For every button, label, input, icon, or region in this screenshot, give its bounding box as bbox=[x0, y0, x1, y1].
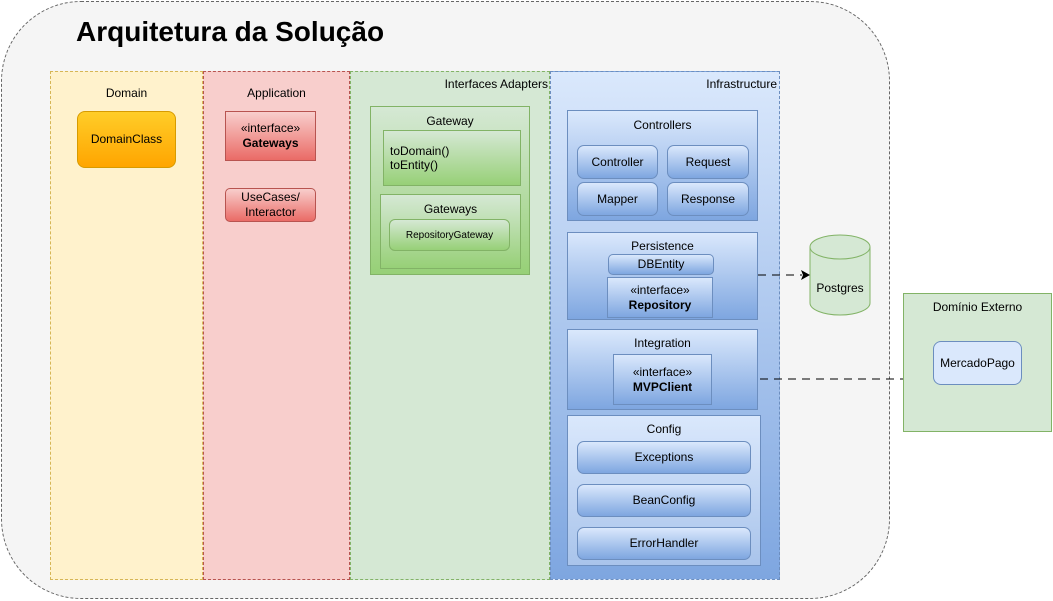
request-node[interactable]: Request bbox=[667, 145, 749, 179]
gateway-methods-box[interactable]: toDomain() toEntity() bbox=[383, 130, 521, 186]
integration-label: Integration bbox=[634, 336, 691, 350]
arrow-head-icon bbox=[801, 270, 810, 280]
errorhandler-label: ErrorHandler bbox=[629, 536, 699, 550]
external-domain-label: Domínio Externo bbox=[932, 300, 1023, 314]
request-label: Request bbox=[685, 154, 731, 169]
mvpclient-interface-node[interactable]: «interface» MVPClient bbox=[613, 354, 712, 405]
mapper-label: Mapper bbox=[597, 191, 638, 206]
persistence-label: Persistence bbox=[631, 239, 694, 253]
mvpclient-name: MVPClient bbox=[632, 379, 693, 394]
beanconfig-node[interactable]: BeanConfig bbox=[577, 484, 751, 517]
diagram-title: Arquitetura da Solução bbox=[76, 16, 385, 47]
usecases-label-line1: UseCases/ bbox=[241, 190, 300, 204]
domain-class-label: DomainClass bbox=[90, 132, 163, 146]
exceptions-node[interactable]: Exceptions bbox=[577, 441, 751, 474]
mvpclient-stereotype: «interface» bbox=[632, 364, 693, 379]
lane-domain-label: Domain bbox=[105, 86, 148, 100]
beanconfig-label: BeanConfig bbox=[632, 493, 696, 507]
method-to-domain: toDomain() bbox=[390, 144, 450, 158]
response-label: Response bbox=[680, 191, 736, 206]
dbentity-label: DBEntity bbox=[637, 257, 685, 271]
gateways-interface-stereotype: «interface» bbox=[240, 121, 301, 135]
mercadopago-label: MercadoPago bbox=[940, 355, 1015, 370]
errorhandler-node[interactable]: ErrorHandler bbox=[577, 527, 751, 560]
postgres-cylinder-icon[interactable] bbox=[809, 234, 871, 316]
lane-interfaces-adapters-label: Interfaces Adapters bbox=[444, 77, 548, 91]
repository-gateway-label: RepositoryGateway bbox=[405, 229, 494, 241]
repository-gateway-node[interactable]: RepositoryGateway bbox=[389, 219, 510, 251]
postgres-label-wrap: Postgres bbox=[810, 276, 870, 300]
usecases-label-line2: Interactor bbox=[245, 205, 296, 219]
lane-application-label: Application bbox=[247, 86, 306, 100]
controller-node[interactable]: Controller bbox=[577, 145, 658, 179]
gateways-label: Gateways bbox=[423, 202, 478, 216]
lane-infrastructure-label: Infrastructure bbox=[706, 77, 777, 91]
dbentity-node[interactable]: DBEntity bbox=[608, 254, 714, 275]
gateways-interface-node[interactable]: «interface» Gateways bbox=[225, 111, 316, 161]
method-to-entity: toEntity() bbox=[390, 158, 439, 172]
exceptions-label: Exceptions bbox=[634, 450, 694, 464]
repository-stereotype: «interface» bbox=[630, 282, 690, 297]
response-node[interactable]: Response bbox=[667, 182, 749, 216]
postgres-label: Postgres bbox=[816, 280, 864, 295]
mapper-node[interactable]: Mapper bbox=[577, 182, 658, 216]
controllers-label: Controllers bbox=[633, 118, 692, 132]
gateway-label: Gateway bbox=[426, 114, 474, 128]
domain-class-node[interactable]: DomainClass bbox=[77, 111, 176, 168]
repository-name: Repository bbox=[628, 297, 692, 312]
controller-label: Controller bbox=[591, 154, 644, 169]
gateways-interface-name: Gateways bbox=[242, 136, 299, 150]
config-label: Config bbox=[646, 422, 682, 436]
repository-interface-node[interactable]: «interface» Repository bbox=[607, 277, 713, 318]
mercadopago-node[interactable]: MercadoPago bbox=[933, 341, 1022, 385]
usecases-interactor-node[interactable]: UseCases/ Interactor bbox=[225, 188, 316, 222]
